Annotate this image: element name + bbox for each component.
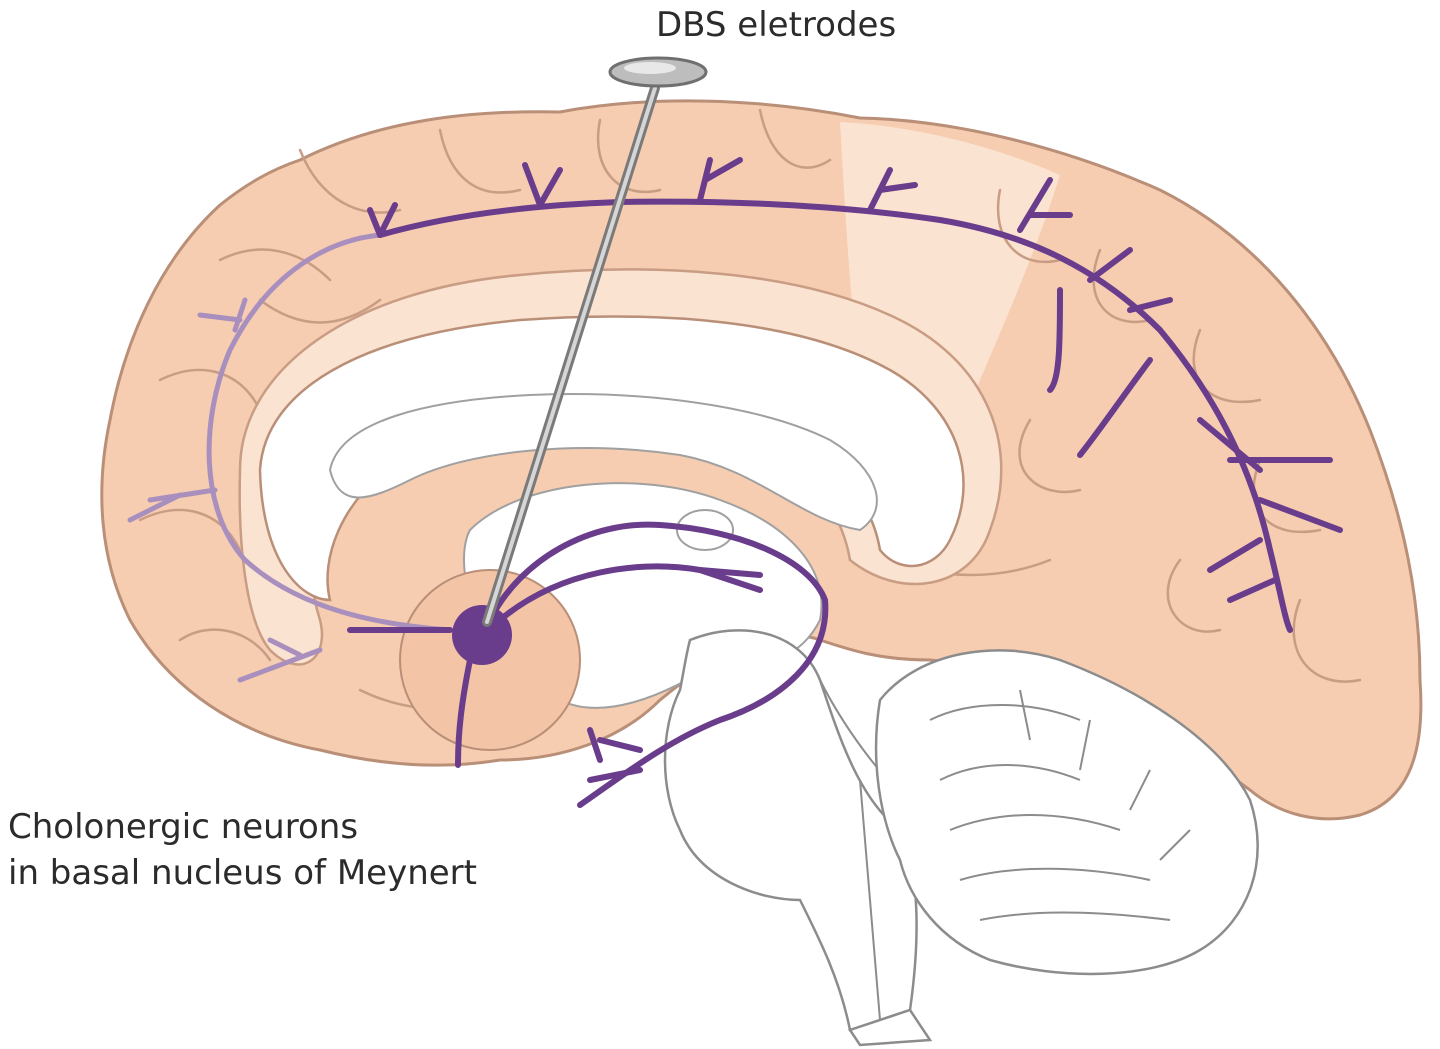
neurons-label: Cholonergic neurons in basal nucleus of … [8, 804, 477, 896]
cerebellum-shape [874, 649, 1259, 976]
pathway-anterior [127, 232, 453, 683]
electrode-icon [482, 56, 708, 627]
nucleus-icon [452, 605, 512, 665]
gyri [138, 108, 1362, 712]
pathway-ventral-loop [487, 521, 829, 808]
arbor-vitae [929, 689, 1191, 921]
brainstem-line [859, 779, 881, 1021]
medulla [848, 1008, 933, 1047]
neurons-label-line2: in basal nucleus of Meynert [8, 853, 477, 893]
midbrain-pons [663, 629, 918, 1032]
lateral-ventricle [328, 393, 878, 532]
cerebellum [874, 649, 1259, 976]
nucleus-basalis [452, 605, 512, 665]
neurons-label-line1: Cholonergic neurons [8, 807, 359, 847]
pathway-main [347, 157, 1343, 808]
pathway-dorsal-arc [377, 198, 1293, 633]
electrode-label: DBS eletrodes [656, 5, 897, 45]
corpus-callosum [258, 315, 965, 602]
pathway-frontal-loop [206, 232, 453, 633]
